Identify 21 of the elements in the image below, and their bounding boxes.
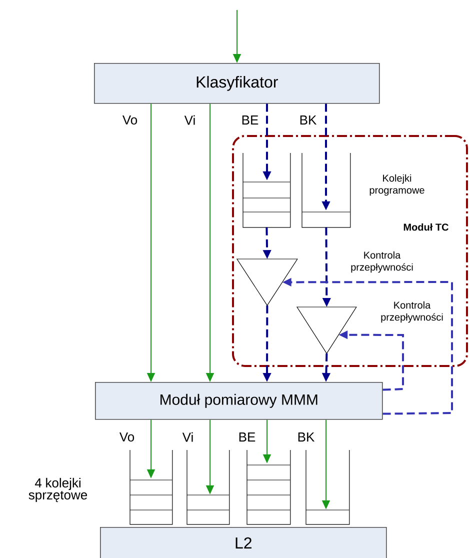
- queue: [306, 450, 350, 525]
- edge-label: Vo: [119, 432, 134, 442]
- queue: [130, 450, 173, 525]
- process-box: L2: [100, 527, 387, 558]
- text-label: Kontrola przepływności: [381, 301, 443, 323]
- queue: [186, 450, 230, 525]
- text-label: 4 kolejki sprzętowe: [28, 478, 88, 502]
- text-label: Kontrola przepływności: [351, 251, 413, 273]
- edge-label: BE: [239, 432, 256, 442]
- edge-label: Vi: [184, 115, 195, 125]
- edge-label: Vo: [122, 115, 138, 125]
- queue: [242, 152, 291, 228]
- queue: [246, 450, 291, 525]
- process-box: Moduł pomiarowy MMM: [95, 382, 383, 420]
- edge-label: Vi: [182, 432, 193, 442]
- edge-label: BK: [298, 432, 315, 442]
- edge-label: BE: [242, 116, 258, 124]
- edge-label: BK: [300, 116, 317, 124]
- process-box: Klasyfikator: [94, 63, 380, 104]
- text-label: Kolejki programowe: [370, 174, 424, 196]
- queue: [302, 152, 351, 228]
